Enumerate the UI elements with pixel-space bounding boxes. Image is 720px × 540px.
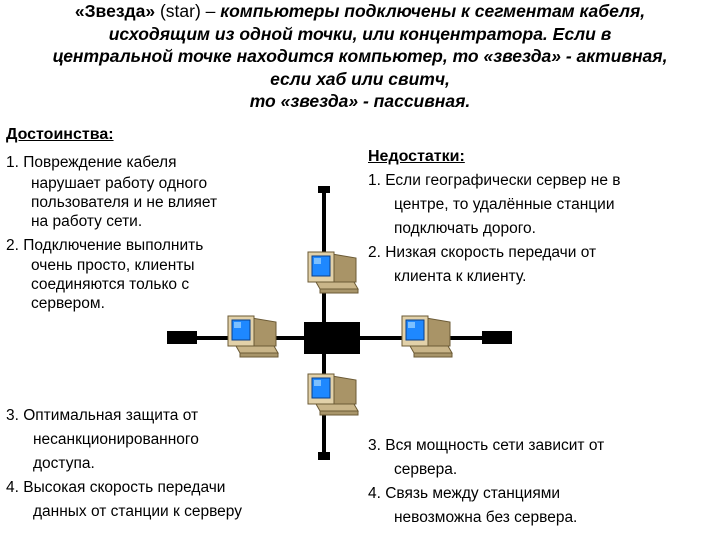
advantage-line: 1. Повреждение кабеля [6, 154, 177, 171]
title-line-2: исходящим из одной точки, или концентрат… [108, 23, 612, 44]
disadvantage-line: 4. Связь между станциями [368, 485, 561, 502]
advantage-line: доступа. [33, 455, 95, 472]
terminator-right [482, 331, 512, 344]
advantage-line: очень просто, клиенты [31, 257, 195, 274]
disadvantage-line: невозможна без сервера. [394, 509, 578, 526]
disadvantage-line: клиента к клиенту. [394, 268, 527, 285]
computer-icon [401, 315, 453, 358]
advantage-line: 3. Оптимальная защита от [6, 407, 199, 424]
disadvantage-line: 2. Низкая скорость передачи от [368, 244, 597, 261]
advantage-line: данных от станции к серверу [33, 503, 242, 520]
advantage-line: пользователя и не влияет [31, 194, 218, 211]
disadvantages-heading: Недостатки: [368, 148, 465, 165]
slide-title: «Звезда» (star) – компьютеры подключены … [0, 0, 720, 113]
title-line-5: то «звезда» - пассивная. [249, 91, 471, 111]
disadvantage-line: подключать дорого. [394, 220, 536, 237]
disadvantage-line: центре, то удалённые станции [394, 196, 615, 213]
term-english: (star) – [155, 1, 221, 21]
advantage-line: нарушает работу одного [31, 175, 208, 192]
advantages-heading: Достоинства: [6, 126, 114, 143]
title-line-1: «Звезда» (star) – компьютеры подключены … [0, 0, 720, 23]
disadvantage-line: сервера. [394, 461, 458, 478]
computer-icon [307, 251, 359, 294]
advantage-line: соединяются только с [31, 276, 190, 293]
advantage-line: несанкционированного [33, 431, 199, 448]
advantage-line: 2. Подключение выполнить [6, 237, 204, 254]
disadvantage-line: 1. Если географически сервер не в [368, 172, 621, 189]
terminator-left [167, 331, 197, 344]
advantage-line: 4. Высокая скорость передачи [6, 479, 226, 496]
terminator-bottom [318, 452, 330, 460]
title-line-1-rest: компьютеры подключены к сегментам кабеля… [220, 1, 646, 21]
title-line-4: если хаб или свитч, [270, 68, 450, 89]
title-line-3: центральной точке находится компьютер, т… [52, 46, 668, 66]
disadvantage-line: 3. Вся мощность сети зависит от [368, 437, 605, 454]
central-hub [304, 322, 360, 354]
advantage-line: на работу сети. [31, 213, 143, 230]
terminator-top [318, 186, 330, 193]
term-star: «Звезда» [74, 1, 156, 21]
advantage-line: сервером. [31, 295, 105, 312]
computer-icon [227, 315, 279, 358]
computer-icon [307, 373, 359, 416]
